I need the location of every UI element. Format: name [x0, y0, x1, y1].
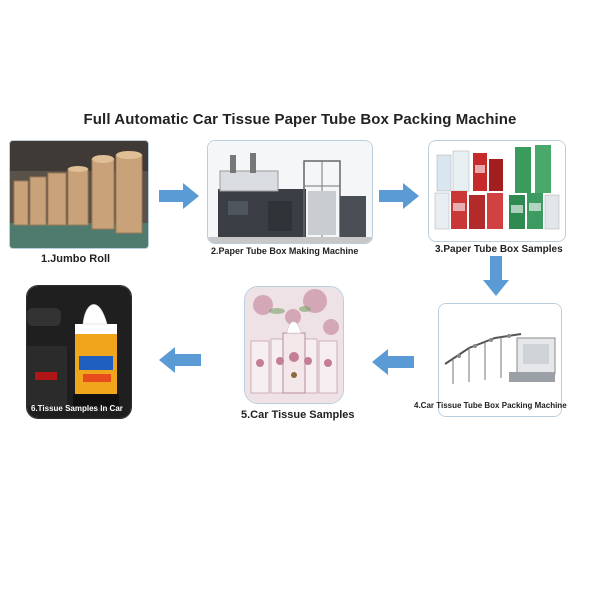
step-4-label: 4.Car Tissue Tube Box Packing Machine — [414, 401, 567, 410]
step-5-image-car-tissue-samples — [244, 286, 344, 404]
step-5-label: 5.Car Tissue Samples — [241, 409, 355, 421]
step-3-label: 3.Paper Tube Box Samples — [435, 244, 563, 255]
arrow-down — [483, 256, 509, 296]
arrow-left-2 — [159, 347, 201, 373]
step-4-image-packing-machine — [438, 303, 562, 417]
step-2-label: 2.Paper Tube Box Making Machine — [211, 246, 359, 256]
step-1-image-jumbo-roll — [9, 140, 149, 249]
arrow-left-1 — [372, 349, 414, 375]
step-6-label: 6.Tissue Samples In Car — [31, 404, 123, 413]
step-6-image-tissue-in-car — [26, 285, 132, 419]
diagram-title: Full Automatic Car Tissue Paper Tube Box… — [83, 111, 517, 128]
step-3-image-tube-box-samples — [428, 140, 566, 242]
step-2-image-tube-making-machine — [207, 140, 373, 244]
arrow-right-1 — [159, 183, 199, 209]
step-1-label: 1.Jumbo Roll — [41, 253, 111, 265]
arrow-right-2 — [379, 183, 419, 209]
